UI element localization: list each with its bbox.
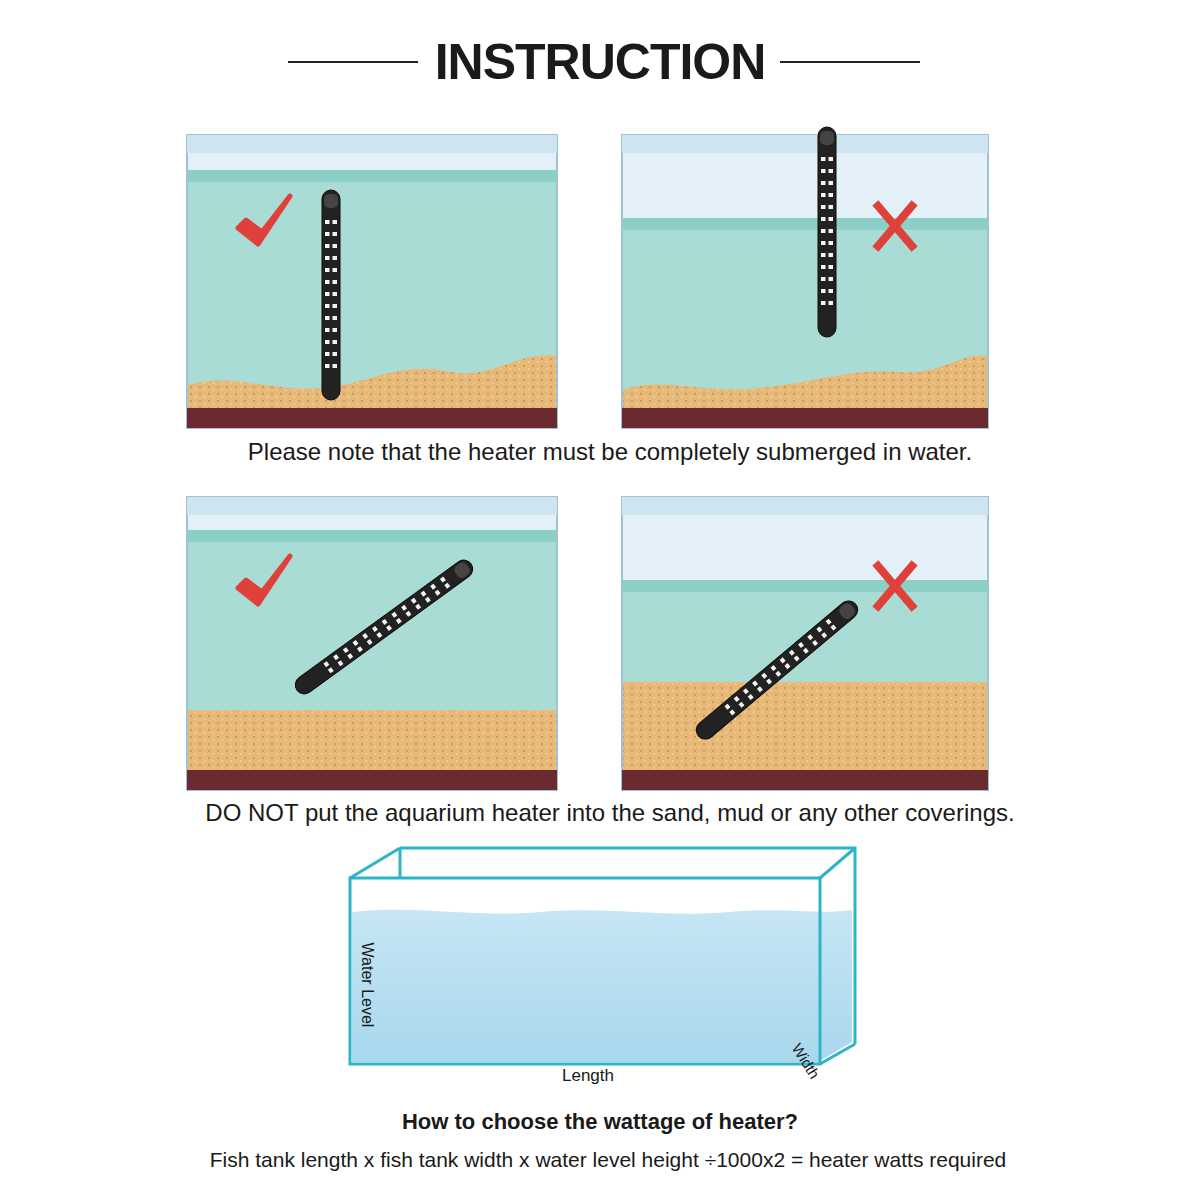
dimension-label: Water Level: [358, 943, 376, 1028]
tank-correct-above-sand: [187, 497, 557, 790]
caption-note: Please note that the heater must be comp…: [248, 438, 972, 466]
heater: [693, 597, 862, 743]
cross-mark: [878, 206, 912, 246]
tank-correct-submerged: [187, 135, 557, 428]
formula-heading: How to choose the wattage of heater?: [402, 1109, 798, 1135]
title-rule: [288, 61, 418, 63]
title: INSTRUCTION: [435, 33, 766, 91]
title-rule: [780, 61, 920, 63]
heater: [292, 557, 477, 698]
caption-warning: DO NOT put the aquarium heater into the …: [205, 799, 1014, 827]
heater: [818, 127, 836, 337]
dimension-label: Length: [562, 1066, 614, 1086]
heater: [322, 190, 340, 400]
tank-wrong-above-water: [622, 135, 988, 428]
formula: Fish tank length x fish tank width x wat…: [210, 1148, 1007, 1172]
check-mark: [238, 556, 290, 604]
cross-mark: [878, 566, 912, 606]
tank-wrong-in-sand: [622, 497, 988, 790]
check-mark: [238, 196, 290, 244]
tank-dimension-figure: [350, 848, 855, 1064]
